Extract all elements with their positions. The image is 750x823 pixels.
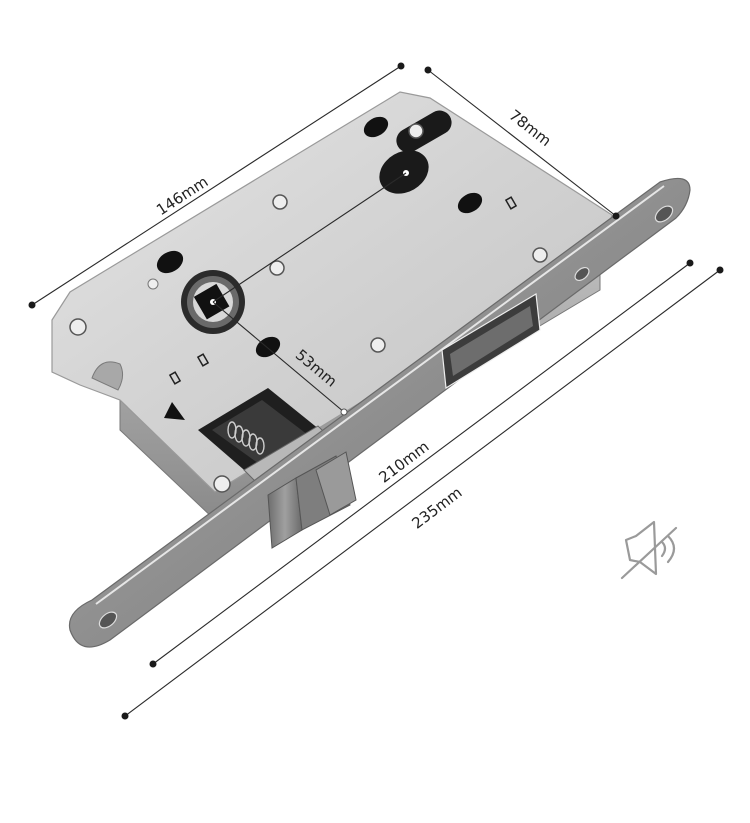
- faceplate-slot-inner: [450, 306, 533, 376]
- dimension-label-78: 78mm: [506, 106, 555, 150]
- screw-icon: [69, 318, 87, 336]
- faceplate-bevel: [95, 185, 665, 605]
- mute-speaker-icon: [620, 520, 678, 580]
- screw-icon: [408, 123, 424, 139]
- screw-icon: [532, 247, 548, 263]
- lock-body: [51, 91, 613, 521]
- plate-marker: [196, 353, 210, 367]
- slot-hole: [255, 336, 281, 358]
- faceplate: [68, 177, 691, 648]
- faceplate-screw-holes: [98, 205, 674, 629]
- screw-icon: [213, 475, 231, 493]
- screw-hole-icon: [654, 205, 674, 223]
- slot-hole: [363, 116, 389, 138]
- plate-notch: [91, 361, 124, 391]
- screw-hole-icon: [574, 266, 590, 282]
- screw-icon: [370, 337, 386, 353]
- slot-hole: [457, 192, 483, 214]
- latch-bolt: [267, 451, 357, 549]
- plate-marker: [168, 371, 182, 385]
- screw-icon: [272, 194, 288, 210]
- screw-hole-icon: [98, 611, 118, 629]
- screw-icon: [147, 278, 159, 290]
- screw-icon: [269, 260, 285, 276]
- slot-hole: [156, 250, 184, 274]
- plate-marker: [504, 196, 518, 210]
- plate-marker: [164, 402, 185, 420]
- screws: [69, 123, 548, 493]
- dimension-label-235: 235mm: [408, 483, 465, 532]
